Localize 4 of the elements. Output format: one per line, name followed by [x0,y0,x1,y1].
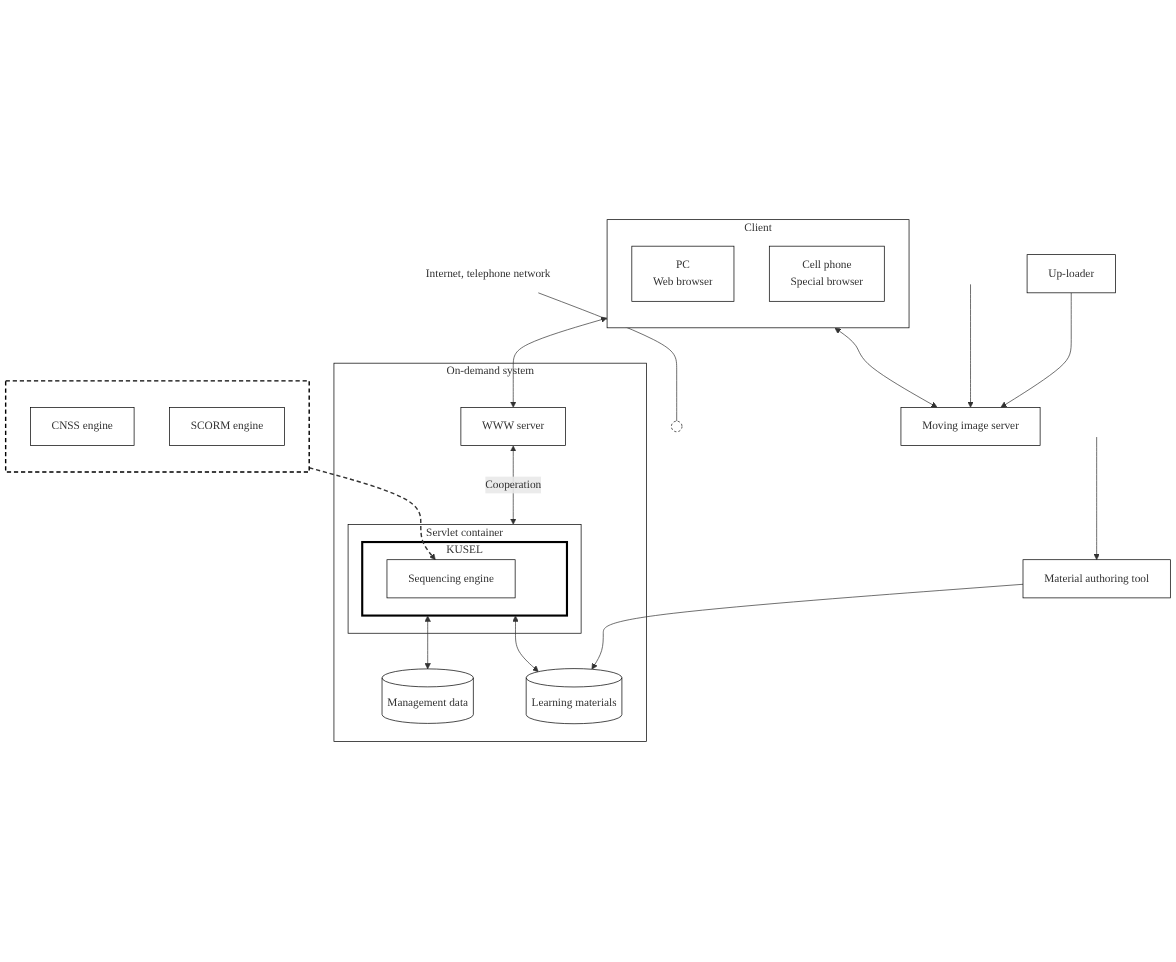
cluster [4,380,310,474]
arrow [308,467,436,561]
connector [537,292,678,422]
node-circle [671,421,683,433]
